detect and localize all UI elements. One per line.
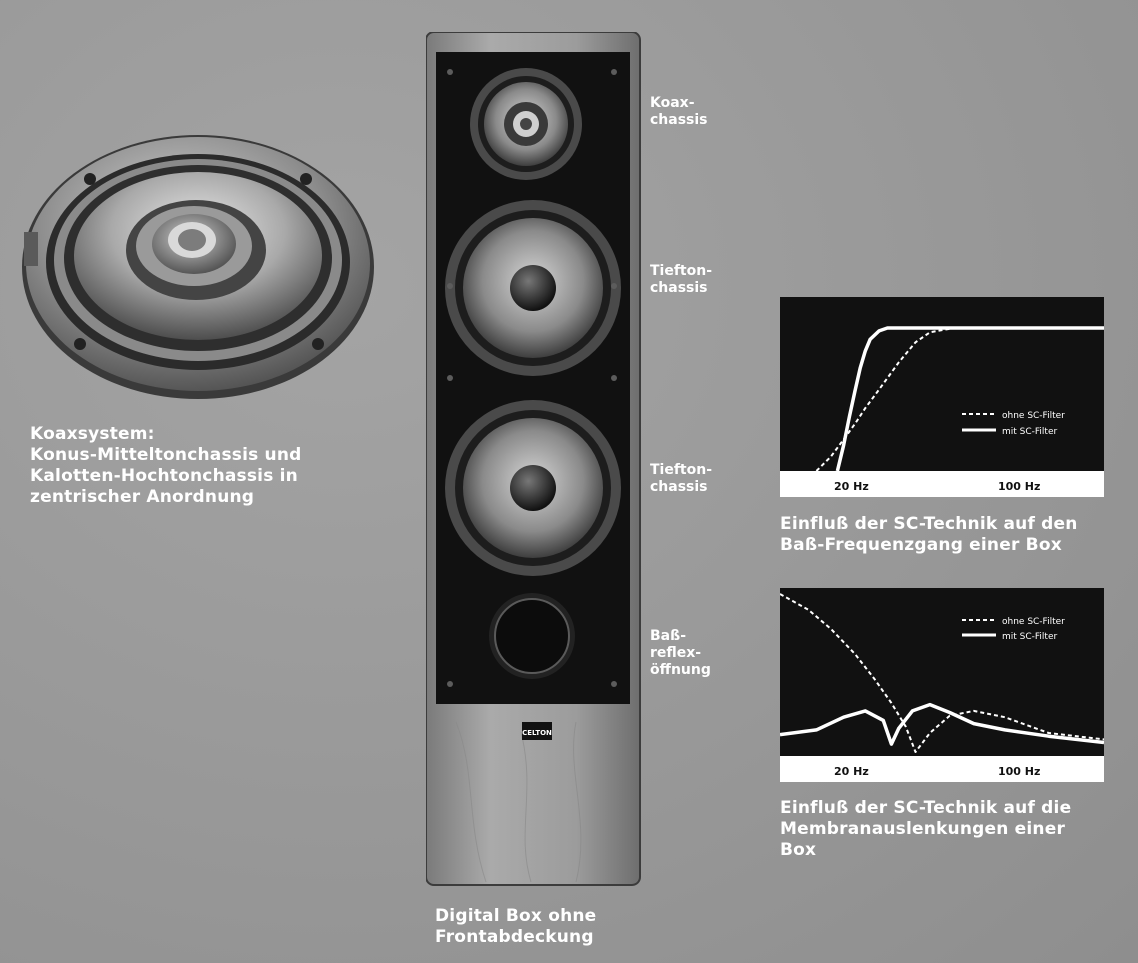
- chart1-title: Einfluß der SC-Technik auf den Baß-Frequ…: [780, 514, 1078, 555]
- chart2-title: Einfluß der SC-Technik auf die Membranau…: [780, 798, 1072, 860]
- x2-tick-20hz: 20 Hz: [834, 765, 869, 778]
- chart1-series-mit-sc-filter: [835, 326, 1104, 472]
- x2-tick-100hz: 100 Hz: [998, 765, 1040, 778]
- label-tieftonchassis-1: Tiefton- chassis: [650, 263, 713, 296]
- koax-caption: Koaxsystem: Konus-Mitteltonchassis und K…: [30, 424, 302, 507]
- label-tieftonchassis-2: Tiefton- chassis: [650, 462, 713, 495]
- x-tick-20hz: 20 Hz: [834, 480, 869, 493]
- chart2-legend: ohne SC-Filter mit SC-Filter: [962, 617, 1065, 642]
- chart1-plot-area: [780, 297, 1104, 471]
- box-caption: Digital Box ohne Frontabdeckung: [435, 906, 597, 947]
- legend2-label-ohne: ohne SC-Filter: [1002, 617, 1065, 627]
- label-bassreflex: Baß- reflex- öffnung: [650, 628, 711, 678]
- chart-bass-frequency-response: ohne SC-Filter mit SC-Filter 20 Hz 100 H…: [780, 297, 1104, 497]
- chart-membrane-excursion: ohne SC-Filter mit SC-Filter 20 Hz 100 H…: [780, 588, 1104, 782]
- chart2-series-mit-sc-filter: [780, 702, 1104, 746]
- label-koaxchassis: Koax- chassis: [650, 95, 708, 128]
- legend2-label-mit: mit SC-Filter: [1002, 632, 1057, 642]
- koax-speaker-image: [22, 135, 374, 399]
- chart1-legend: ohne SC-Filter mit SC-Filter: [962, 411, 1065, 437]
- chart2-plot-area: [780, 588, 1104, 756]
- legend-label-ohne: ohne SC-Filter: [1002, 411, 1065, 421]
- chart2-series-ohne-sc-filter: [780, 593, 1104, 753]
- brand-badge: CELTON: [522, 729, 552, 737]
- chart2-axis-strip: [780, 756, 1104, 782]
- x-tick-100hz: 100 Hz: [998, 480, 1040, 493]
- chart1-axis-strip: [780, 471, 1104, 497]
- digital-box-image: [426, 32, 641, 886]
- legend-label-mit: mit SC-Filter: [1002, 427, 1057, 437]
